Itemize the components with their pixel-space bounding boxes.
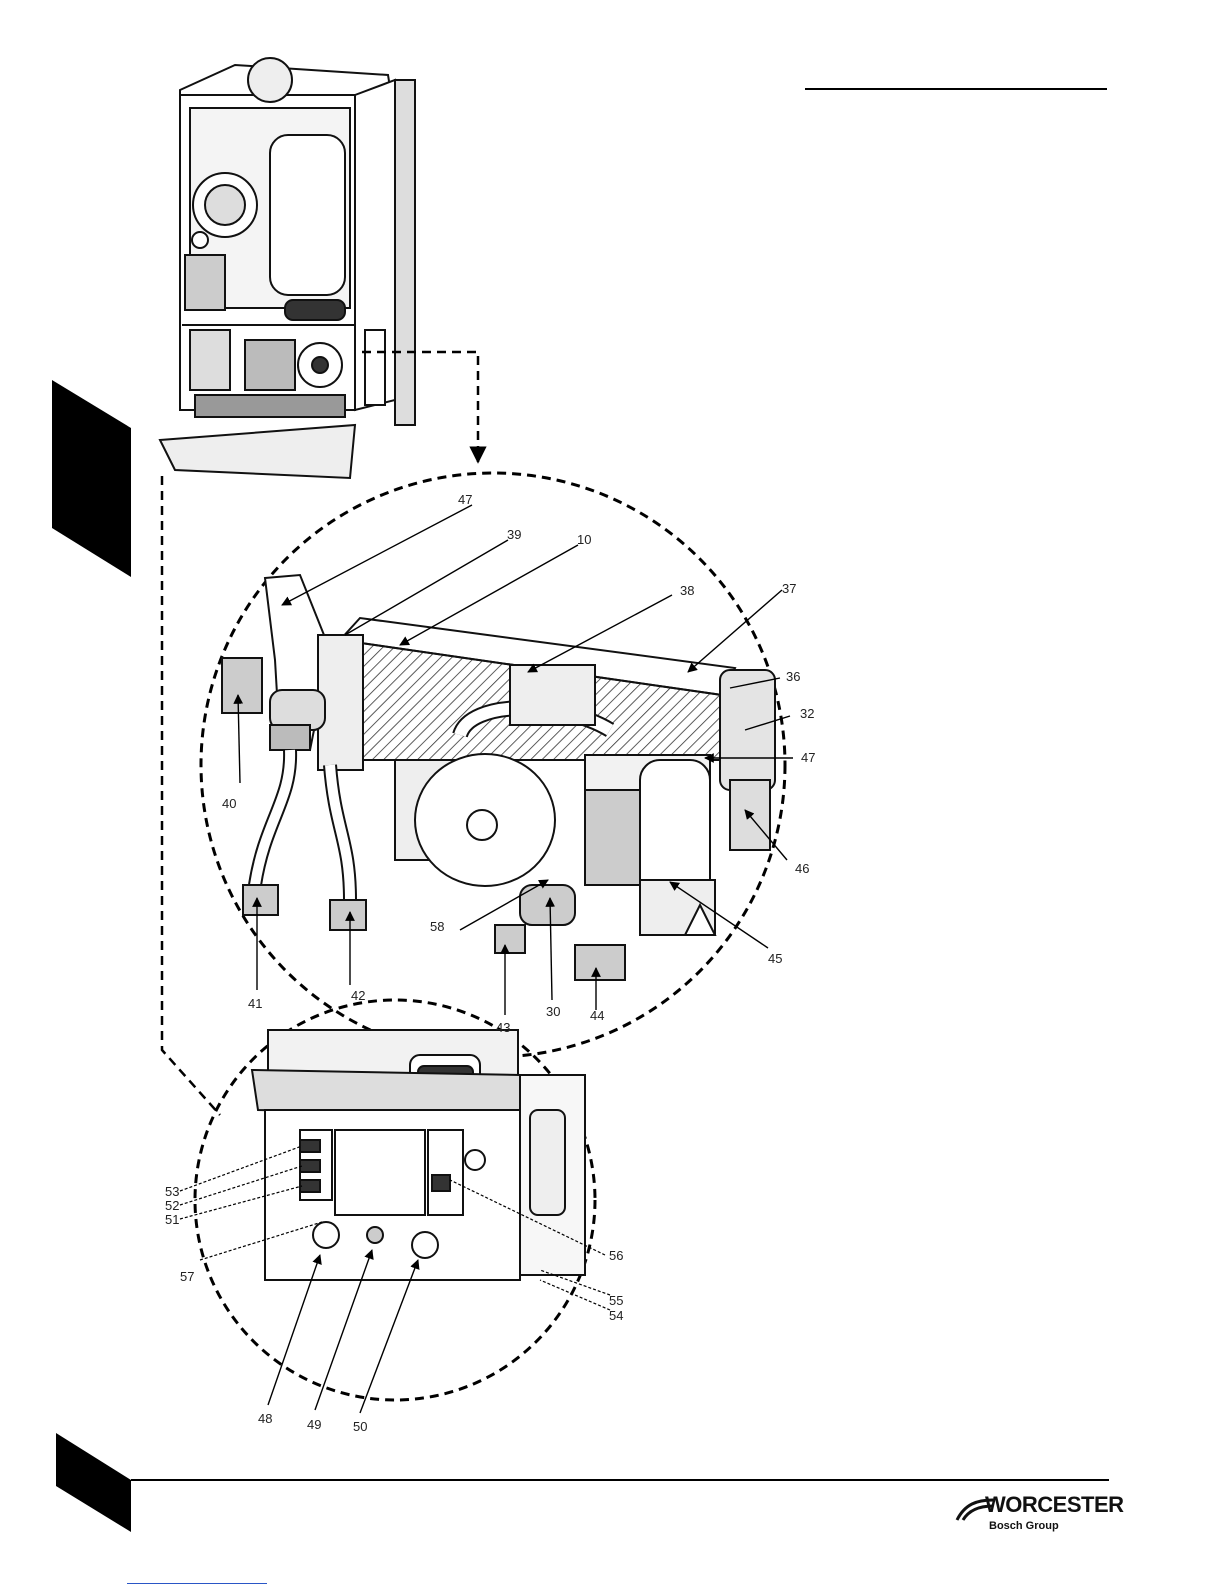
control-panel <box>252 1030 585 1280</box>
brand-subtitle: Bosch Group <box>989 1520 1059 1532</box>
part-label-37: 37 <box>782 582 796 595</box>
part-label-51: 51 <box>165 1213 179 1226</box>
part-label-55: 55 <box>609 1294 623 1307</box>
part-label-41: 41 <box>248 997 262 1010</box>
part-label-54: 54 <box>609 1309 623 1322</box>
part-label-50: 50 <box>353 1420 367 1433</box>
boiler-overview <box>160 58 415 478</box>
part-label-58: 58 <box>430 920 444 933</box>
part-label-52: 52 <box>165 1199 179 1212</box>
part-label-43: 43 <box>496 1021 510 1034</box>
brand-logo: WORCESTER Bosch Group <box>955 1490 1115 1540</box>
part-label-48: 48 <box>258 1412 272 1425</box>
part-label-47-top: 47 <box>458 493 472 506</box>
part-label-53: 53 <box>165 1185 179 1198</box>
part-label-39: 39 <box>507 528 521 541</box>
part-label-57: 57 <box>180 1270 194 1283</box>
part-label-46: 46 <box>795 862 809 875</box>
part-label-30: 30 <box>546 1005 560 1018</box>
part-label-10: 10 <box>577 533 591 546</box>
part-label-49: 49 <box>307 1418 321 1431</box>
part-label-36: 36 <box>786 670 800 683</box>
part-label-45: 45 <box>768 952 782 965</box>
part-label-44: 44 <box>590 1009 604 1022</box>
part-label-47-right: 47 <box>801 751 815 764</box>
part-label-40: 40 <box>222 797 236 810</box>
brand-name: WORCESTER <box>985 1492 1124 1518</box>
part-label-42: 42 <box>351 989 365 1002</box>
part-label-56: 56 <box>609 1249 623 1262</box>
hydraulic-assembly <box>222 575 775 980</box>
part-label-38: 38 <box>680 584 694 597</box>
part-label-32: 32 <box>800 707 814 720</box>
